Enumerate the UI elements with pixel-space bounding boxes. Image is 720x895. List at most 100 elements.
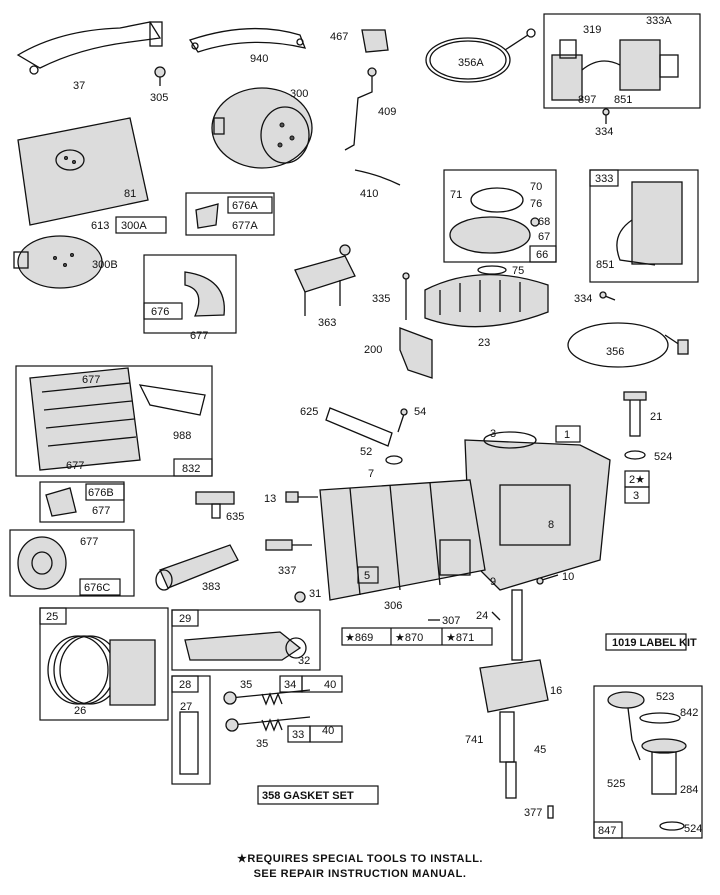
label-31: 31: [309, 588, 321, 600]
label-8: 8: [548, 519, 554, 531]
label-1019: 1019 LABEL KIT: [612, 637, 697, 649]
label-200: 200: [364, 344, 382, 356]
label-467: 467: [330, 31, 348, 43]
label-676: 676: [151, 306, 169, 318]
label-676c: 676C: [84, 582, 110, 594]
box-333-label: [589, 169, 619, 187]
part-333a-module: [551, 39, 679, 101]
label-28: 28: [179, 679, 191, 691]
box-40a: [301, 675, 343, 693]
part-23-flywheel: [424, 274, 549, 328]
label-37: 37: [73, 80, 85, 92]
part-377-key: [547, 805, 554, 819]
box-29-label: [171, 609, 199, 627]
part-383-air-vane: [155, 544, 239, 591]
box-300a: [115, 216, 167, 234]
label-897: 897: [578, 94, 596, 106]
label-337: 337: [278, 565, 296, 577]
label-334b: 334: [574, 293, 592, 305]
part-54-screw: [397, 408, 408, 433]
part-334-screw-b: [599, 291, 616, 301]
label-7: 7: [368, 468, 374, 480]
label-525: 525: [607, 778, 625, 790]
label-356: 356: [606, 346, 624, 358]
part-847-breather: [607, 691, 687, 831]
box-3: [624, 486, 650, 504]
label-81: 81: [124, 188, 136, 200]
box-gasket-kits: [341, 627, 493, 646]
label-70: 70: [530, 181, 542, 193]
label-319: 319: [583, 24, 601, 36]
label-23: 23: [478, 337, 490, 349]
part-16-crankshaft: [479, 589, 549, 799]
label-333a: 333A: [646, 15, 672, 27]
label-32: 32: [298, 655, 310, 667]
part-940-link: [188, 27, 307, 53]
label-40b: 40: [322, 725, 334, 737]
label-27: 27: [180, 701, 192, 713]
label-54: 54: [414, 406, 426, 418]
label-71: 71: [450, 189, 462, 201]
label-306: 306: [384, 600, 402, 612]
part-75-washer: [477, 265, 507, 275]
label-1: 1: [564, 429, 570, 441]
part-335-bolt: [402, 272, 410, 320]
label-5: 5: [364, 570, 370, 582]
part-524-ring-a: [624, 450, 646, 460]
label-377: 377: [524, 807, 542, 819]
box-1019: [605, 633, 687, 651]
label-300: 300: [290, 88, 308, 100]
box-5: [357, 566, 379, 584]
label-410: 410: [360, 188, 378, 200]
label-26: 26: [74, 705, 86, 717]
label-741: 741: [465, 734, 483, 746]
label-677a: 677A: [232, 220, 258, 232]
label-333: 333: [595, 173, 613, 185]
box-358: [257, 785, 379, 805]
box-676c-label: [79, 578, 121, 596]
part-467-knob: [361, 29, 389, 53]
label-358: 358 GASKET SET: [262, 790, 354, 802]
part-52-gasket: [385, 455, 403, 465]
label-307: 307: [442, 615, 460, 627]
label-35a: 35: [240, 679, 252, 691]
label-613: 613: [91, 220, 109, 232]
box-676a-label: [227, 196, 273, 214]
part-625-dipstick-tube: [325, 407, 393, 447]
box-66-label: [529, 245, 557, 263]
part-410-spring: [354, 169, 401, 186]
part-25-piston-rings: [47, 635, 156, 706]
label-9: 9: [490, 576, 496, 588]
label-24: 24: [476, 610, 488, 622]
box-333a: [543, 13, 701, 109]
label-300b: 300B: [92, 259, 118, 271]
box-333: [589, 169, 699, 283]
box-832: [15, 365, 213, 477]
box-25-label: [39, 607, 67, 625]
box-676b-label: [85, 483, 125, 501]
box-676c: [9, 529, 135, 597]
part-676a-clip: [195, 203, 219, 229]
label-13: 13: [264, 493, 276, 505]
part-334-screw-a: [602, 108, 610, 124]
part-676b-cover: [45, 487, 77, 517]
label-67: 67: [538, 231, 550, 243]
part-832-guard: [29, 367, 206, 471]
label-284: 284: [680, 784, 698, 796]
box-676a: [185, 192, 275, 236]
label-851b: 851: [596, 259, 614, 271]
box-676-label: [143, 302, 183, 320]
part-676-shield: [184, 271, 225, 317]
label-21: 21: [650, 411, 662, 423]
label-45: 45: [534, 744, 546, 756]
part-37-bracket: [16, 21, 163, 75]
part-356a-wire: [425, 28, 536, 83]
label-3b: 3: [633, 490, 639, 502]
label-869: ★869: [345, 632, 373, 644]
part-300-muffler: [211, 87, 313, 169]
part-356-wire: [567, 322, 689, 368]
label-29: 29: [179, 613, 191, 625]
label-16: 16: [550, 685, 562, 697]
label-676b: 676B: [88, 487, 114, 499]
